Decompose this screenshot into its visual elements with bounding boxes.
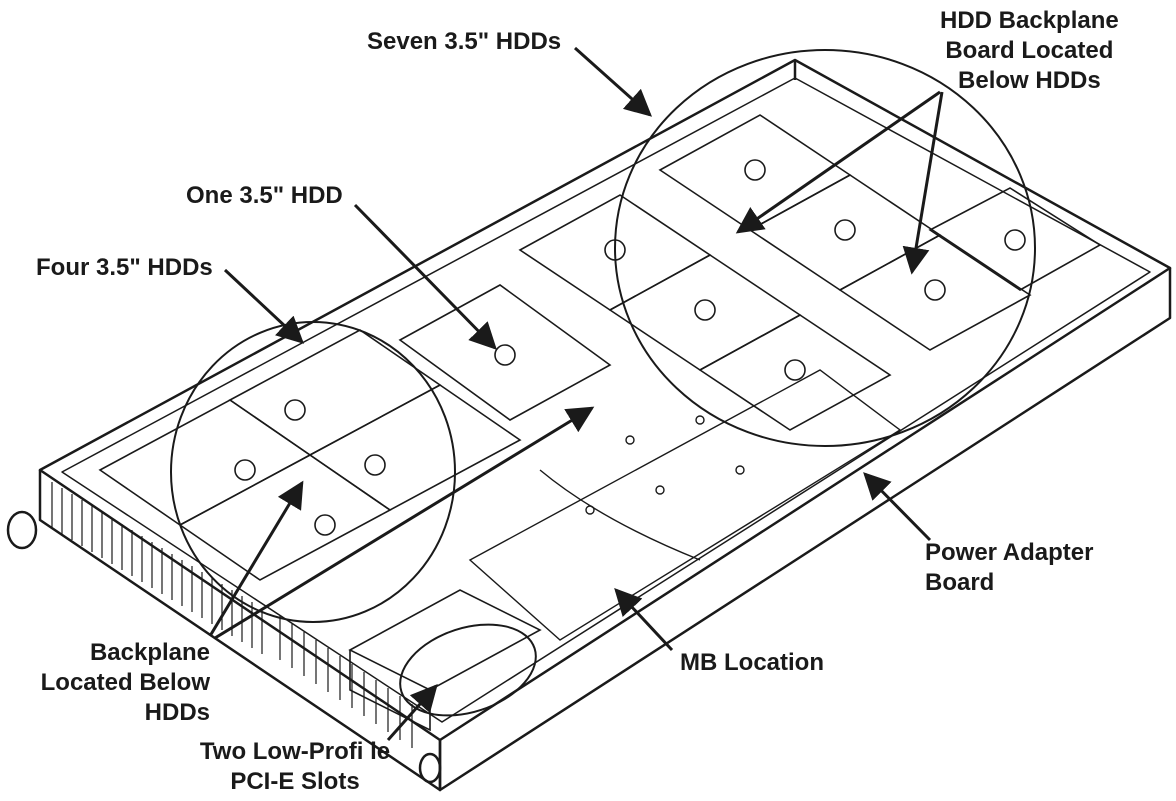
label-power-adapter: Power Adapter Board: [925, 539, 1094, 596]
hdd-trays: [98, 114, 1102, 581]
label-backplane-below: Backplane Located Below HDDs: [40, 639, 210, 726]
label-pci-slots: Two Low-Profi le PCI-E Slots: [199, 738, 391, 795]
callout-arrows: [208, 46, 944, 741]
label-four-hdds: Four 3.5" HDDs: [36, 254, 213, 281]
label-seven-hdds: Seven 3.5" HDDs: [367, 28, 562, 55]
label-one-hdd: One 3.5" HDD: [186, 182, 343, 209]
callout-circles: [170, 49, 1036, 717]
motherboard-area: [468, 369, 902, 641]
label-hdd-backplane: HDD Backplane Board Located Below HDDs: [940, 7, 1119, 94]
front-vents: [51, 482, 413, 748]
label-mb-location: MB Location: [680, 649, 824, 676]
pci-slot-area: [348, 589, 542, 732]
front-handle: [6, 510, 442, 784]
